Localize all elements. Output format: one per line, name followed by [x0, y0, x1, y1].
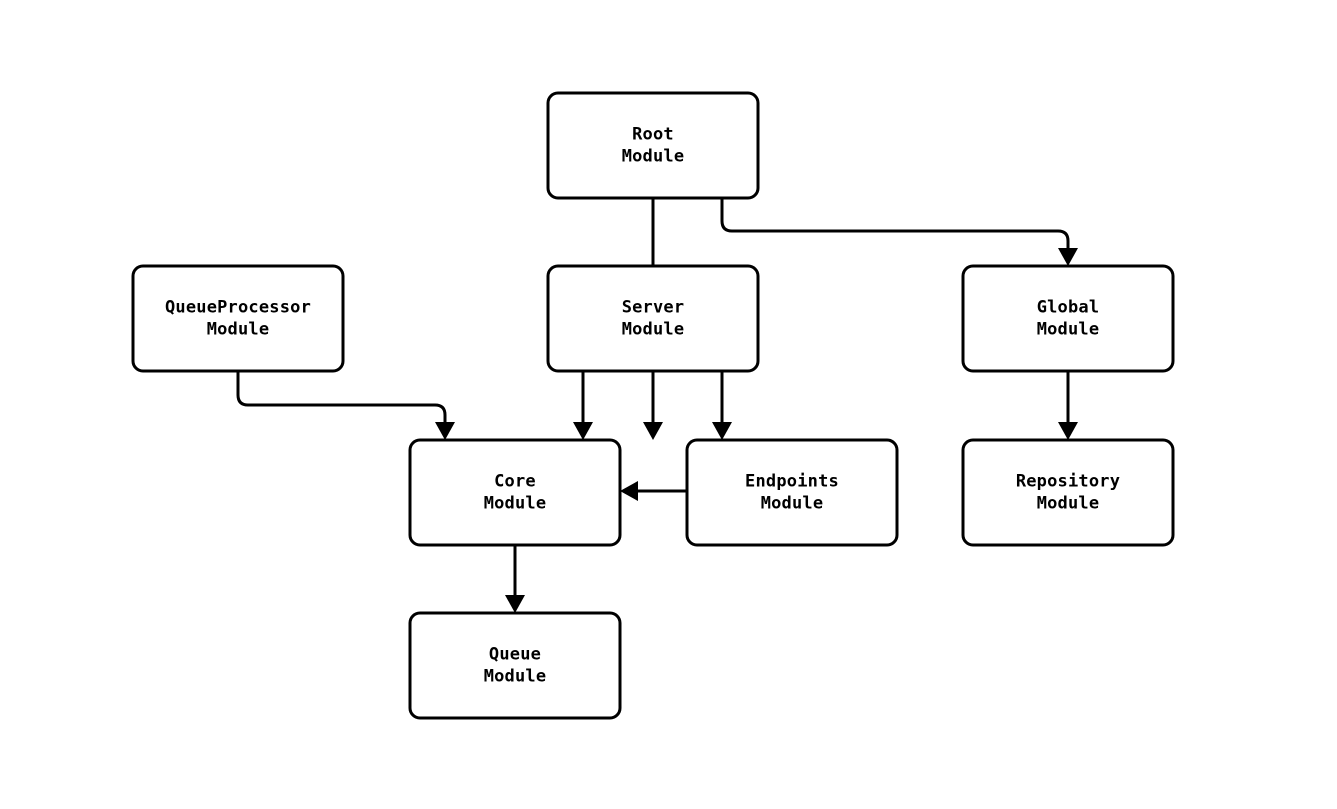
node-box[interactable]: [546, 91, 760, 200]
arrow-head-icon: [435, 422, 455, 440]
arrow-head-icon: [505, 595, 525, 613]
node-label-line2: Module: [207, 320, 270, 340]
edge-line: [720, 198, 1070, 254]
node-box[interactable]: [685, 438, 899, 547]
arrow-head-icon: [1058, 248, 1078, 266]
node-box[interactable]: [131, 264, 345, 373]
arrow-head-icon: [712, 422, 732, 440]
node-box[interactable]: [408, 438, 622, 547]
edge-queueprocessor-to-core: [236, 371, 455, 440]
node-label-line1: QueueProcessor: [165, 298, 311, 318]
node-label-line1: Repository: [1016, 472, 1120, 492]
node-label-line2: Module: [1037, 494, 1100, 514]
node-label-line2: Module: [484, 494, 547, 514]
node-label-line2: Module: [622, 320, 685, 340]
node-box[interactable]: [546, 264, 760, 373]
node-box[interactable]: [961, 438, 1175, 547]
edge-endpoints-to-core: [620, 481, 687, 501]
arrow-head-icon: [620, 481, 638, 501]
node-label-line1: Root: [632, 125, 674, 145]
edges-layer: [236, 198, 1078, 613]
edge-server-to-endpoints: [712, 371, 732, 440]
edge-global-to-repository: [1058, 371, 1078, 440]
node-label-line1: Core: [494, 472, 536, 492]
node-label-line2: Module: [761, 494, 824, 514]
arrow-head-icon: [643, 422, 663, 440]
arrow-head-icon: [573, 422, 593, 440]
node-box[interactable]: [408, 611, 622, 720]
edge-core-to-queue: [505, 545, 525, 613]
arrow-head-icon: [1058, 422, 1078, 440]
edge-server-to-core: [573, 371, 593, 440]
node-label-line1: Queue: [489, 645, 541, 665]
nodes-layer: RootModuleQueueProcessorModuleServerModu…: [131, 91, 1175, 720]
node-label-line2: Module: [1037, 320, 1100, 340]
node-label-line2: Module: [484, 667, 547, 687]
node-label-line1: Global: [1037, 298, 1100, 318]
node-label-line1: Server: [622, 298, 685, 318]
edge-root-to-global: [720, 198, 1078, 266]
node-label-line1: Endpoints: [745, 472, 839, 492]
node-label-line2: Module: [622, 147, 685, 167]
node-box[interactable]: [961, 264, 1175, 373]
edge-line: [236, 371, 447, 428]
